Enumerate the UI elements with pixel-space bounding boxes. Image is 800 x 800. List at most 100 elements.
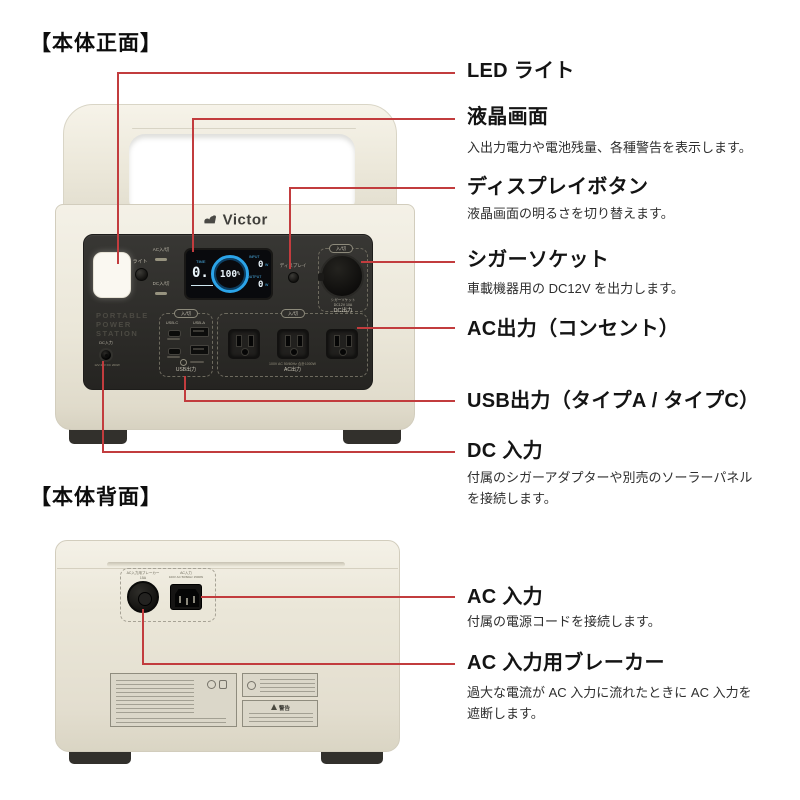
lcd-output-label: OUTPUT: [247, 275, 262, 279]
desc-lcd-screen: 入出力電力や電池残量、各種警告を表示します。: [467, 140, 752, 155]
lcd-input-value: 0: [258, 260, 264, 270]
callout-line-led: [117, 72, 455, 74]
callout-line-ac-output: [357, 327, 455, 329]
light-button-label: ライト: [132, 259, 148, 265]
inlet-pin: [193, 596, 195, 603]
emboss-line: PORTABLE: [96, 311, 149, 320]
label-led-light: LED ライト: [467, 60, 575, 82]
callout-line-display-button: [289, 187, 455, 189]
ac-outlet-2: [277, 329, 309, 359]
outlet-slot: [237, 336, 241, 346]
usb-c-label: USB-C: [165, 320, 179, 325]
handle-cutout: [129, 134, 355, 210]
ac-input-section: [120, 568, 216, 622]
desc-dc-input-line1: 付属のシガーアダプターや別売のソーラーパネル: [467, 470, 753, 485]
outlet-ground-hole: [241, 349, 248, 355]
usb-c-port-1: [168, 330, 181, 337]
nipper-dog-icon: [204, 215, 217, 224]
battery-gauge-ring: 100%: [211, 255, 249, 293]
callout-line-usb-output: [184, 400, 455, 402]
usb-output-label: USB出力: [175, 367, 197, 373]
callout-line-breaker: [142, 663, 455, 665]
callout-line-breaker: [142, 609, 144, 664]
callout-line-usb-output: [184, 376, 186, 402]
label-ac-output: AC出力（コンセント）: [467, 318, 680, 340]
usb-onoff-button: 入/切: [174, 309, 198, 318]
power-station-back-view: AC入力用ブレーカー 15A AC入力 100V AC 50/60Hz 1500…: [55, 540, 400, 764]
breaker-label: AC入力用ブレーカー: [126, 571, 160, 575]
usb-c-port-1-text: [167, 338, 180, 340]
usb-c-port-2: [168, 348, 181, 355]
dc-switch-button: [155, 292, 167, 295]
callout-line-dc-input: [102, 361, 104, 452]
caution-text-lines: [260, 679, 315, 694]
ac-onoff-button: 入/切: [281, 309, 305, 318]
outlet-slot: [286, 336, 290, 346]
caution-label: [242, 673, 318, 697]
ac-inlet-spec: 100V AC 50/60Hz 1500W: [168, 575, 204, 579]
label-lcd-screen: 液晶画面: [467, 106, 549, 128]
inlet-pin: [186, 598, 188, 605]
dc-input-jack: [99, 348, 113, 362]
label-ac-input: AC 入力: [467, 586, 543, 608]
breaker-amp-label: 15A: [139, 576, 147, 580]
certification-mark-icon: [219, 680, 227, 689]
pd-certification-icon: [180, 359, 187, 366]
callout-line-dc-input: [102, 451, 455, 453]
ac-inlet-label: AC入力: [180, 571, 192, 575]
ac-outlet-1: [228, 329, 260, 359]
front-section-title: 【本体正面】: [30, 32, 162, 55]
label-display-button: ディスプレイボタン: [467, 176, 649, 198]
usb-a-spec-text: [190, 361, 204, 363]
desc-display-button: 液晶画面の明るさを切り替えます。: [467, 206, 674, 221]
embossed-product-name: PORTABLE POWER STATION: [96, 311, 149, 338]
desc-breaker-line2: 遮断します。: [467, 706, 544, 721]
rating-text-lines: [116, 718, 226, 724]
dc-input-label: DC入力: [99, 340, 113, 345]
warning-triangle-icon: [271, 704, 277, 710]
ac-inlet: [170, 584, 202, 610]
light-button: [135, 268, 148, 281]
battery-percent: 100: [219, 268, 238, 280]
ac-switch-button: [155, 258, 167, 261]
usb-c-port-2-text: [167, 356, 180, 358]
callout-line-lcd: [192, 118, 455, 120]
ac-input-breaker-button: [127, 581, 159, 613]
callout-line-cigar-socket: [361, 261, 455, 263]
brand-logo: Victor: [55, 211, 415, 229]
lcd-output-value: 0: [258, 280, 264, 290]
usb-a-label: USB-A: [192, 320, 206, 325]
emboss-line: POWER: [96, 320, 132, 329]
rating-label: [110, 673, 237, 727]
battery-percent-sign: %: [237, 271, 241, 277]
control-panel: ライト AC入/切 DC入/切 TIME 0. 100% INPUT 0 W O…: [83, 234, 373, 390]
outlet-slot: [249, 336, 253, 346]
outlet-ground-hole: [290, 349, 297, 355]
lid-seam: [57, 568, 398, 569]
warning-label: 警告: [242, 700, 318, 727]
ac-inlet-face: [175, 589, 199, 607]
handle-seam: [132, 128, 356, 129]
inlet-pin: [179, 596, 181, 603]
emboss-line: STATION: [96, 329, 139, 338]
label-usb-output: USB出力（タイプA / タイプC）: [467, 390, 760, 412]
dc-output-label: DC出力: [333, 307, 353, 314]
desc-cigar-socket: 車載機器用の DC12V を出力します。: [467, 281, 684, 296]
lcd-screen: TIME 0. 100% INPUT 0 W OUTPUT 0 W: [184, 248, 273, 300]
lcd-input-unit: W: [265, 263, 269, 267]
label-cigar-socket: シガーソケット: [467, 249, 610, 271]
breaker-inner-button: [138, 592, 152, 606]
outlet-slot: [347, 336, 351, 346]
rating-text-lines: [116, 680, 194, 714]
caution-icon: [247, 681, 256, 690]
lcd-time-value: 0.: [192, 265, 209, 281]
dc-input-spec: 12V-30V DC 200W: [94, 363, 120, 367]
cigar-spec-line1: シガーソケット: [330, 298, 356, 302]
label-ac-input-breaker: AC 入力用ブレーカー: [467, 652, 665, 674]
lcd-underline: [191, 285, 213, 286]
brand-name: Victor: [222, 211, 268, 229]
desc-ac-input: 付属の電源コードを接続します。: [467, 614, 661, 629]
callout-line-lcd: [192, 118, 194, 252]
outlet-slot: [298, 336, 302, 346]
